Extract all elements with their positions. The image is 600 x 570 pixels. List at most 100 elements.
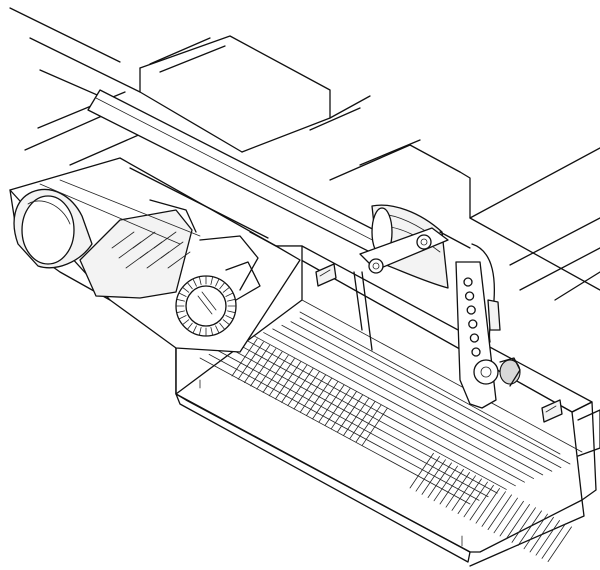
vent-slat xyxy=(250,348,277,387)
bracket-adjust-holes xyxy=(463,277,481,357)
shroud-hatch-stroke xyxy=(167,251,191,269)
beam-right-lower xyxy=(509,217,600,266)
label-plate-left xyxy=(315,263,337,287)
knurl-tooth xyxy=(225,315,234,320)
vent-slat xyxy=(256,351,283,390)
vent-slat xyxy=(349,401,376,440)
knurl-tooth xyxy=(176,298,185,302)
vent-grille-left xyxy=(231,338,388,446)
bracket-hole xyxy=(466,305,476,315)
beam-lower-left-3 xyxy=(69,129,151,166)
vent-slat xyxy=(517,510,542,546)
body-rib-line xyxy=(290,321,562,469)
knob-knurling xyxy=(175,275,237,337)
body-rib-line xyxy=(281,324,553,472)
shroud-hatch-stroke xyxy=(153,231,177,249)
body-rib-line xyxy=(254,335,525,483)
vent-slat xyxy=(361,407,388,446)
vent-slat xyxy=(243,344,271,384)
housing-tab-right xyxy=(577,409,600,457)
shroud-hatch-stroke xyxy=(160,241,184,259)
optics-inner-edge xyxy=(249,231,277,247)
vent-slat xyxy=(499,500,524,537)
knob-mark-1 xyxy=(197,295,213,315)
knob-shaft xyxy=(225,261,261,301)
vent-slat xyxy=(511,507,536,543)
housing-right-end xyxy=(571,401,597,501)
knurl-tooth xyxy=(219,282,226,290)
vent-slat xyxy=(445,472,470,508)
yoke-bracket xyxy=(353,227,521,409)
vent-slat xyxy=(355,404,382,443)
vent-slat xyxy=(343,397,370,436)
body-rib-line xyxy=(299,317,571,465)
vent-slat xyxy=(324,387,351,426)
optics-rib-2 xyxy=(39,183,181,245)
vent-slat xyxy=(535,520,560,556)
bracket-screw-right-inner xyxy=(420,238,428,246)
vent-slat xyxy=(287,368,314,407)
safety-cable xyxy=(471,243,496,343)
vent-slat xyxy=(433,465,458,502)
lens-shroud-middle xyxy=(79,209,193,299)
knurl-tooth xyxy=(178,315,187,320)
housing-shoulder-2 xyxy=(299,311,561,455)
beam-top-face-front xyxy=(139,67,243,153)
knurl-tooth xyxy=(227,310,236,314)
knurl-tooth xyxy=(219,322,226,330)
beam-right-lower-2 xyxy=(519,247,600,291)
lens-shroud-middle-lip xyxy=(149,199,197,233)
knurl-tooth xyxy=(182,319,190,326)
bracket-screw-left-inner xyxy=(372,262,380,270)
beam-top-back-1 xyxy=(149,37,211,65)
body-rib-line xyxy=(272,328,544,476)
pivot-washer-inner xyxy=(480,366,492,378)
beam-upper-left-edge-2 xyxy=(29,37,141,93)
housing-shoulder xyxy=(301,299,583,453)
knurl-tooth xyxy=(192,325,197,334)
beam-top-face xyxy=(139,35,331,153)
pipe-highlight xyxy=(95,97,385,247)
label-plate-right xyxy=(541,399,563,423)
knurl-tooth xyxy=(225,292,234,297)
optics-inner-edge-2 xyxy=(129,167,269,239)
vent-slat xyxy=(487,494,512,530)
knurl-tooth xyxy=(178,292,187,297)
vent-slat xyxy=(336,394,364,433)
vent-slat xyxy=(237,341,264,380)
pivot-washer xyxy=(473,359,499,385)
housing-bottom-edge xyxy=(175,393,471,563)
vent-slat xyxy=(299,374,326,413)
vent-slat xyxy=(541,523,566,559)
lock-knob-edge xyxy=(499,357,521,387)
vent-slat xyxy=(421,459,446,495)
bracket-screw-right xyxy=(416,234,432,250)
knurl-tooth xyxy=(192,278,197,287)
vent-slat xyxy=(312,381,339,420)
vent-slat xyxy=(274,361,302,400)
knurl-tooth xyxy=(186,282,193,290)
bracket-hole xyxy=(463,277,473,287)
beam-cross-top xyxy=(329,95,371,119)
ceiling-beams xyxy=(9,7,600,301)
knurl-tooth xyxy=(182,286,190,293)
beam-right-bottom xyxy=(554,271,600,301)
bracket-arm-left xyxy=(361,271,373,351)
shroud-hatch-stroke xyxy=(111,231,135,249)
vent-slat xyxy=(231,338,258,377)
vent-slat xyxy=(427,462,452,499)
vent-slat xyxy=(281,364,308,403)
vent-grille-right xyxy=(409,452,572,562)
beam-cross-top-2 xyxy=(309,107,361,131)
cable-clip xyxy=(487,299,501,331)
body-rib-line xyxy=(263,332,535,479)
vent-slat xyxy=(268,358,295,397)
vent-slat xyxy=(305,377,333,417)
vent-slat xyxy=(523,513,548,550)
bracket-hole xyxy=(469,333,480,343)
vent-slat xyxy=(262,354,289,393)
label-plate-right-mark xyxy=(545,405,557,413)
label-plate-left-mark xyxy=(319,269,331,277)
